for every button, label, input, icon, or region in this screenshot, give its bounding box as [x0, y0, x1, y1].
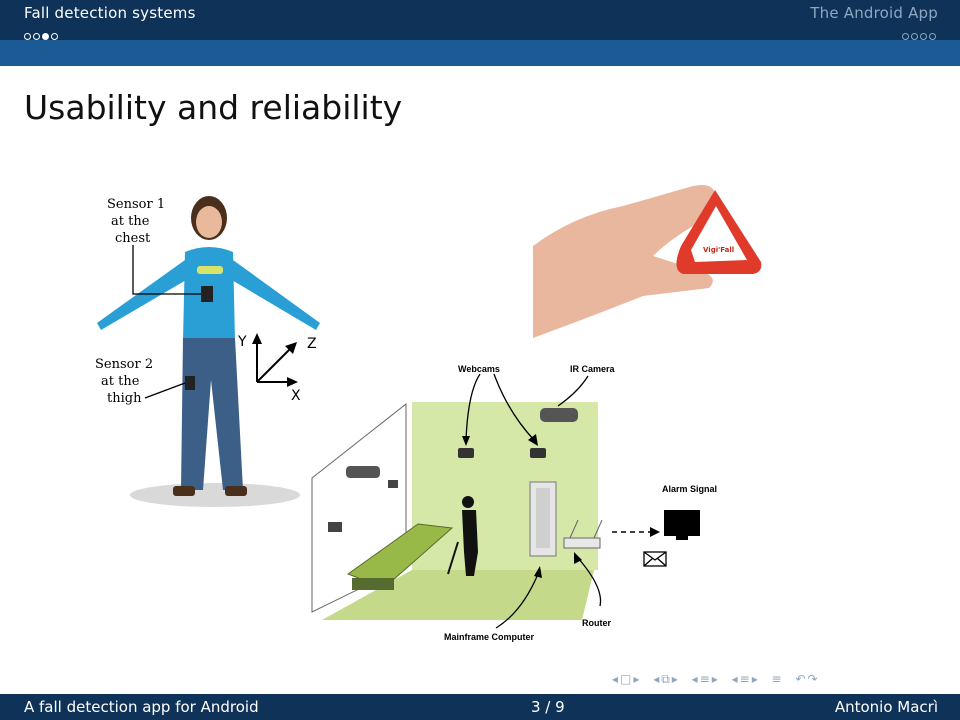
nav-subsection-icon[interactable]: ◂⧉▸ [653, 672, 680, 686]
slide-dot[interactable] [911, 33, 918, 40]
fall-device-photo: Vigi'Fall [533, 176, 781, 338]
section-next[interactable]: The Android App [810, 4, 938, 22]
footer-title: A fall detection app for Android [24, 698, 259, 716]
sensor1-line1: Sensor 1 [107, 197, 165, 212]
page-title: Usability and reliability [24, 88, 403, 127]
sensor1-line3: chest [115, 231, 151, 246]
sensor2-line1: Sensor 2 [95, 357, 153, 372]
slide-dot[interactable] [24, 33, 31, 40]
room-monitoring-diagram: Webcams IR Camera Alarm Signal Router Ma… [308, 352, 728, 648]
axis-y-label: Y [237, 334, 247, 350]
ir-camera-label: IR Camera [570, 364, 616, 374]
router-label: Router [582, 618, 611, 628]
axis-z-label: Z [307, 336, 317, 352]
slide-dot[interactable] [51, 33, 58, 40]
section-current[interactable]: Fall detection systems [24, 4, 196, 22]
nav-frame-prev-icon[interactable]: ◂□▸ [612, 672, 642, 686]
beamer-nav-symbols: ◂□▸ ◂⧉▸ ◂≡▸ ◂≡▸ ≡ ↶↷ [612, 672, 826, 687]
nav-section-icon[interactable]: ◂≡▸ [691, 672, 720, 686]
nav-search-icon[interactable]: ≡ [771, 672, 784, 686]
sensor1-line2: at the [111, 214, 150, 229]
slide-dot[interactable] [33, 33, 40, 40]
progress-dots-next [902, 25, 938, 40]
sensor-person-figure: Sensor 1 at the chest Sensor 2 at the th… [85, 190, 335, 520]
footer-bar: A fall detection app for Android 3 / 9 A… [0, 694, 960, 720]
sensor2-line3: thigh [107, 391, 142, 406]
mainframe-label: Mainframe Computer [444, 632, 535, 642]
alarm-signal-label: Alarm Signal [662, 484, 717, 494]
nav-subsection-list-icon[interactable]: ◂≡▸ [731, 672, 760, 686]
webcams-label: Webcams [458, 364, 500, 374]
sensor2-line2: at the [101, 374, 140, 389]
progress-dots-current [24, 25, 60, 40]
slide-dot-active[interactable] [42, 33, 49, 40]
nav-undo-icon[interactable]: ↶↷ [795, 672, 820, 686]
footer-author: Antonio Macrì [834, 698, 938, 716]
slide-dot[interactable] [920, 33, 927, 40]
page-number: 3 / 9 [531, 698, 565, 716]
slide-dot[interactable] [929, 33, 936, 40]
slide-dot[interactable] [902, 33, 909, 40]
header-stripe [0, 40, 960, 66]
device-brand: Vigi'Fall [703, 246, 734, 254]
header-bar: Fall detection systems The Android App [0, 0, 960, 40]
axis-x-label: X [291, 388, 301, 404]
